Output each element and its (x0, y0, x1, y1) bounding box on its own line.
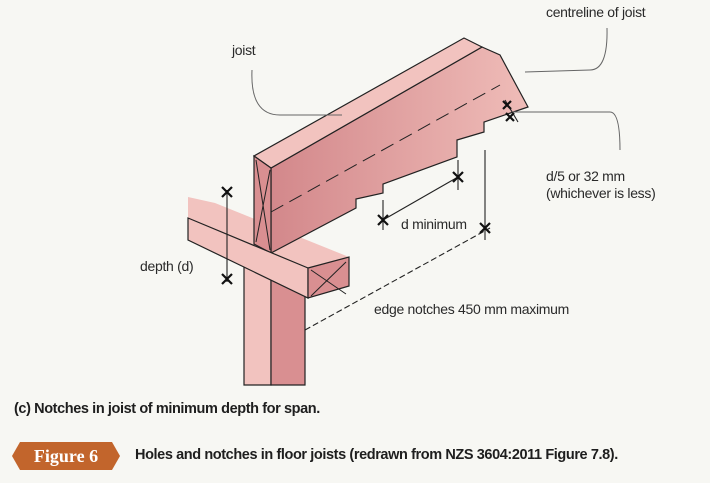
tick-mark-icon (452, 171, 464, 183)
bearer-end (307, 256, 350, 299)
label-notch-depth-note: (whichever is less) (546, 185, 655, 201)
joist-notch-diagram: joist centreline of joist d/5 or 32 mm (… (140, 4, 656, 386)
bearer-end-cross (310, 261, 347, 297)
figure-caption: Holes and notches in floor joists (redra… (135, 447, 618, 463)
label-notch-depth: d/5 or 32 mm (546, 168, 625, 184)
dimension-ticks (221, 100, 515, 285)
leader-joist (251, 69, 342, 116)
label-d-minimum: d minimum (401, 216, 467, 232)
joist-end-cross (255, 159, 271, 251)
tick-mark-icon (221, 273, 233, 285)
label-centreline: centreline of joist (546, 4, 646, 20)
label-depth: depth (d) (140, 258, 193, 274)
dimension-lines (226, 99, 519, 331)
tick-mark-icon (505, 112, 515, 122)
tick-mark-icon (502, 100, 512, 110)
post (243, 261, 272, 386)
label-joist: joist (231, 42, 256, 58)
figure-badge: Figure 6 (12, 442, 120, 470)
joist-side (270, 46, 529, 254)
label-edge-notches: edge notches 450 mm maximum (374, 301, 569, 317)
tick-mark-icon (377, 214, 389, 226)
leader-notch-depth (512, 111, 621, 151)
centreline (270, 84, 501, 213)
subcaption: (c) Notches in joist of minimum depth fo… (14, 401, 320, 417)
leader-centreline (524, 27, 608, 73)
tick-mark-icon (479, 222, 491, 234)
tick-mark-icon (221, 186, 233, 198)
